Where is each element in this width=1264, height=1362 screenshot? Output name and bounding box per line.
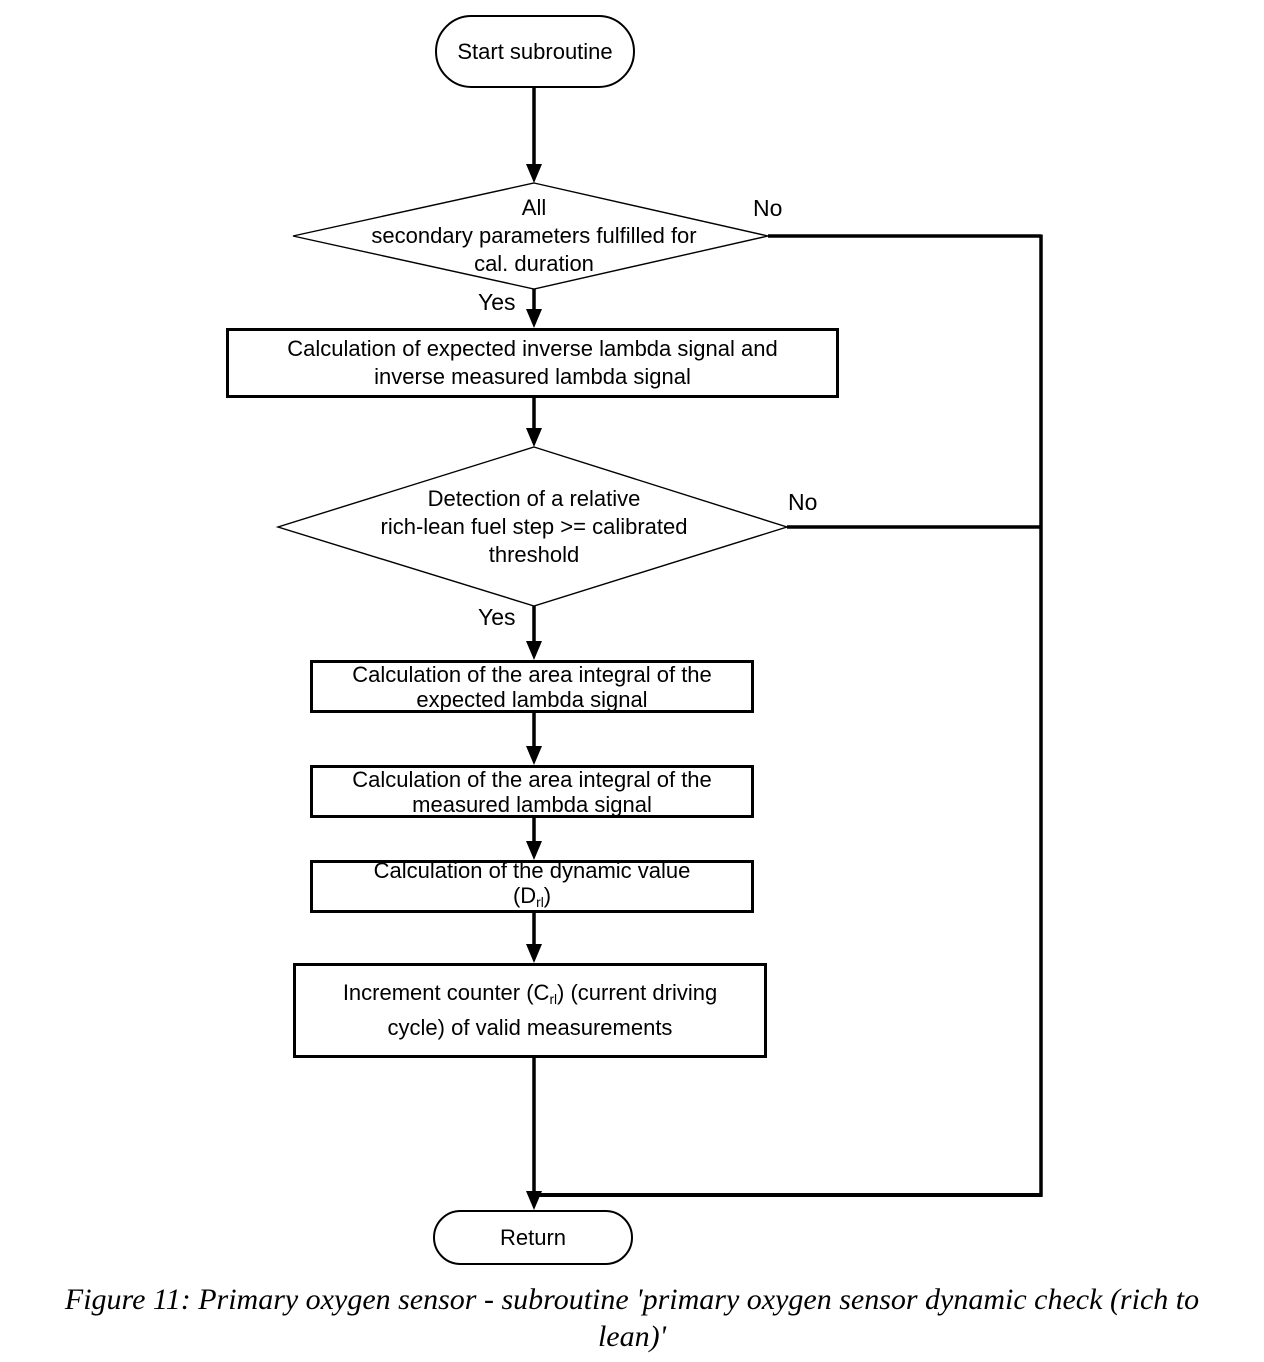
process-increment-counter-node: Increment counter (Crl) (current driving…: [293, 963, 767, 1058]
figure-caption-line2: lean)': [597, 1320, 667, 1353]
figure-caption-line1: Figure 11: Primary oxygen sensor - subro…: [64, 1283, 1200, 1316]
process-line: Calculation of the area integral of the: [352, 661, 712, 687]
decision2-label: Detection of a relative rich-lean fuel s…: [294, 485, 774, 569]
dynamic-value-suffix: ): [543, 883, 552, 909]
decision1-shape: [292, 182, 769, 290]
process-line: inverse measured lambda signal: [374, 364, 691, 389]
decision1-line: secondary parameters fulfilled for: [371, 223, 697, 248]
process-area-measured-node: Calculation of the area integral of the …: [310, 765, 754, 818]
decision2-line: threshold: [488, 542, 580, 567]
decision2-line: Detection of a relative: [427, 486, 641, 511]
dynamic-value-prefix: (D: [512, 883, 537, 909]
figure-caption: Figure 11: Primary oxygen sensor - subro…: [0, 1281, 1264, 1355]
arrowhead-into-return: [526, 1191, 542, 1210]
arrowhead-into-decision1: [526, 164, 542, 183]
arrowhead-into-decision2: [526, 428, 542, 447]
decision1-no-label: No: [753, 195, 783, 221]
arrowhead-into-process3: [526, 746, 542, 765]
process-line: expected lambda signal: [416, 686, 648, 712]
decision1-line: cal. duration: [474, 251, 594, 276]
arrowhead-into-process2: [526, 641, 542, 660]
decision2-yes-label: Yes: [478, 604, 516, 630]
decision2-line: rich-lean fuel step >= calibrated: [380, 514, 688, 539]
process-line: Calculation of the dynamic value: [373, 858, 691, 884]
return-node-label: Return: [499, 1224, 567, 1250]
decision2-no-label: No: [788, 489, 818, 515]
decision-shapes: [275, 182, 790, 607]
process-line: Increment counter (Crl) (current driving: [343, 979, 717, 1014]
process-line: cycle) of valid measurements: [387, 1014, 673, 1040]
arrowheads: [526, 164, 542, 1210]
arrowhead-into-process1: [526, 309, 542, 328]
process-dynamic-value-node: Calculation of the dynamic value (Drl): [310, 858, 754, 915]
decision1-label: All secondary parameters fulfilled for c…: [294, 194, 774, 278]
decision1-line: All: [521, 195, 547, 220]
counter-subscript: rl: [549, 991, 558, 1007]
process-line: measured lambda signal: [412, 791, 652, 817]
process-inverse-calc-node: Calculation of expected inverse lambda s…: [226, 328, 839, 398]
arrowhead-into-process5: [526, 944, 542, 963]
start-node: Start subroutine: [435, 15, 635, 88]
process-area-expected-node: Calculation of the area integral of the …: [310, 660, 754, 713]
decision1-yes-label: Yes: [478, 289, 516, 315]
start-node-label: Start subroutine: [457, 38, 613, 64]
process-line: Calculation of the area integral of the: [352, 766, 712, 792]
counter-prefix: Increment counter (C: [342, 980, 550, 1006]
connector-lines: [532, 88, 1043, 1197]
process-line: (Drl): [513, 883, 551, 915]
counter-suffix: ) (current driving: [557, 980, 718, 1006]
arrowhead-into-process4: [526, 841, 542, 860]
dynamic-value-subscript: rl: [536, 894, 544, 910]
decision2-shape: [275, 446, 790, 607]
return-node: Return: [433, 1210, 633, 1265]
process-line: Calculation of expected inverse lambda s…: [287, 336, 778, 361]
